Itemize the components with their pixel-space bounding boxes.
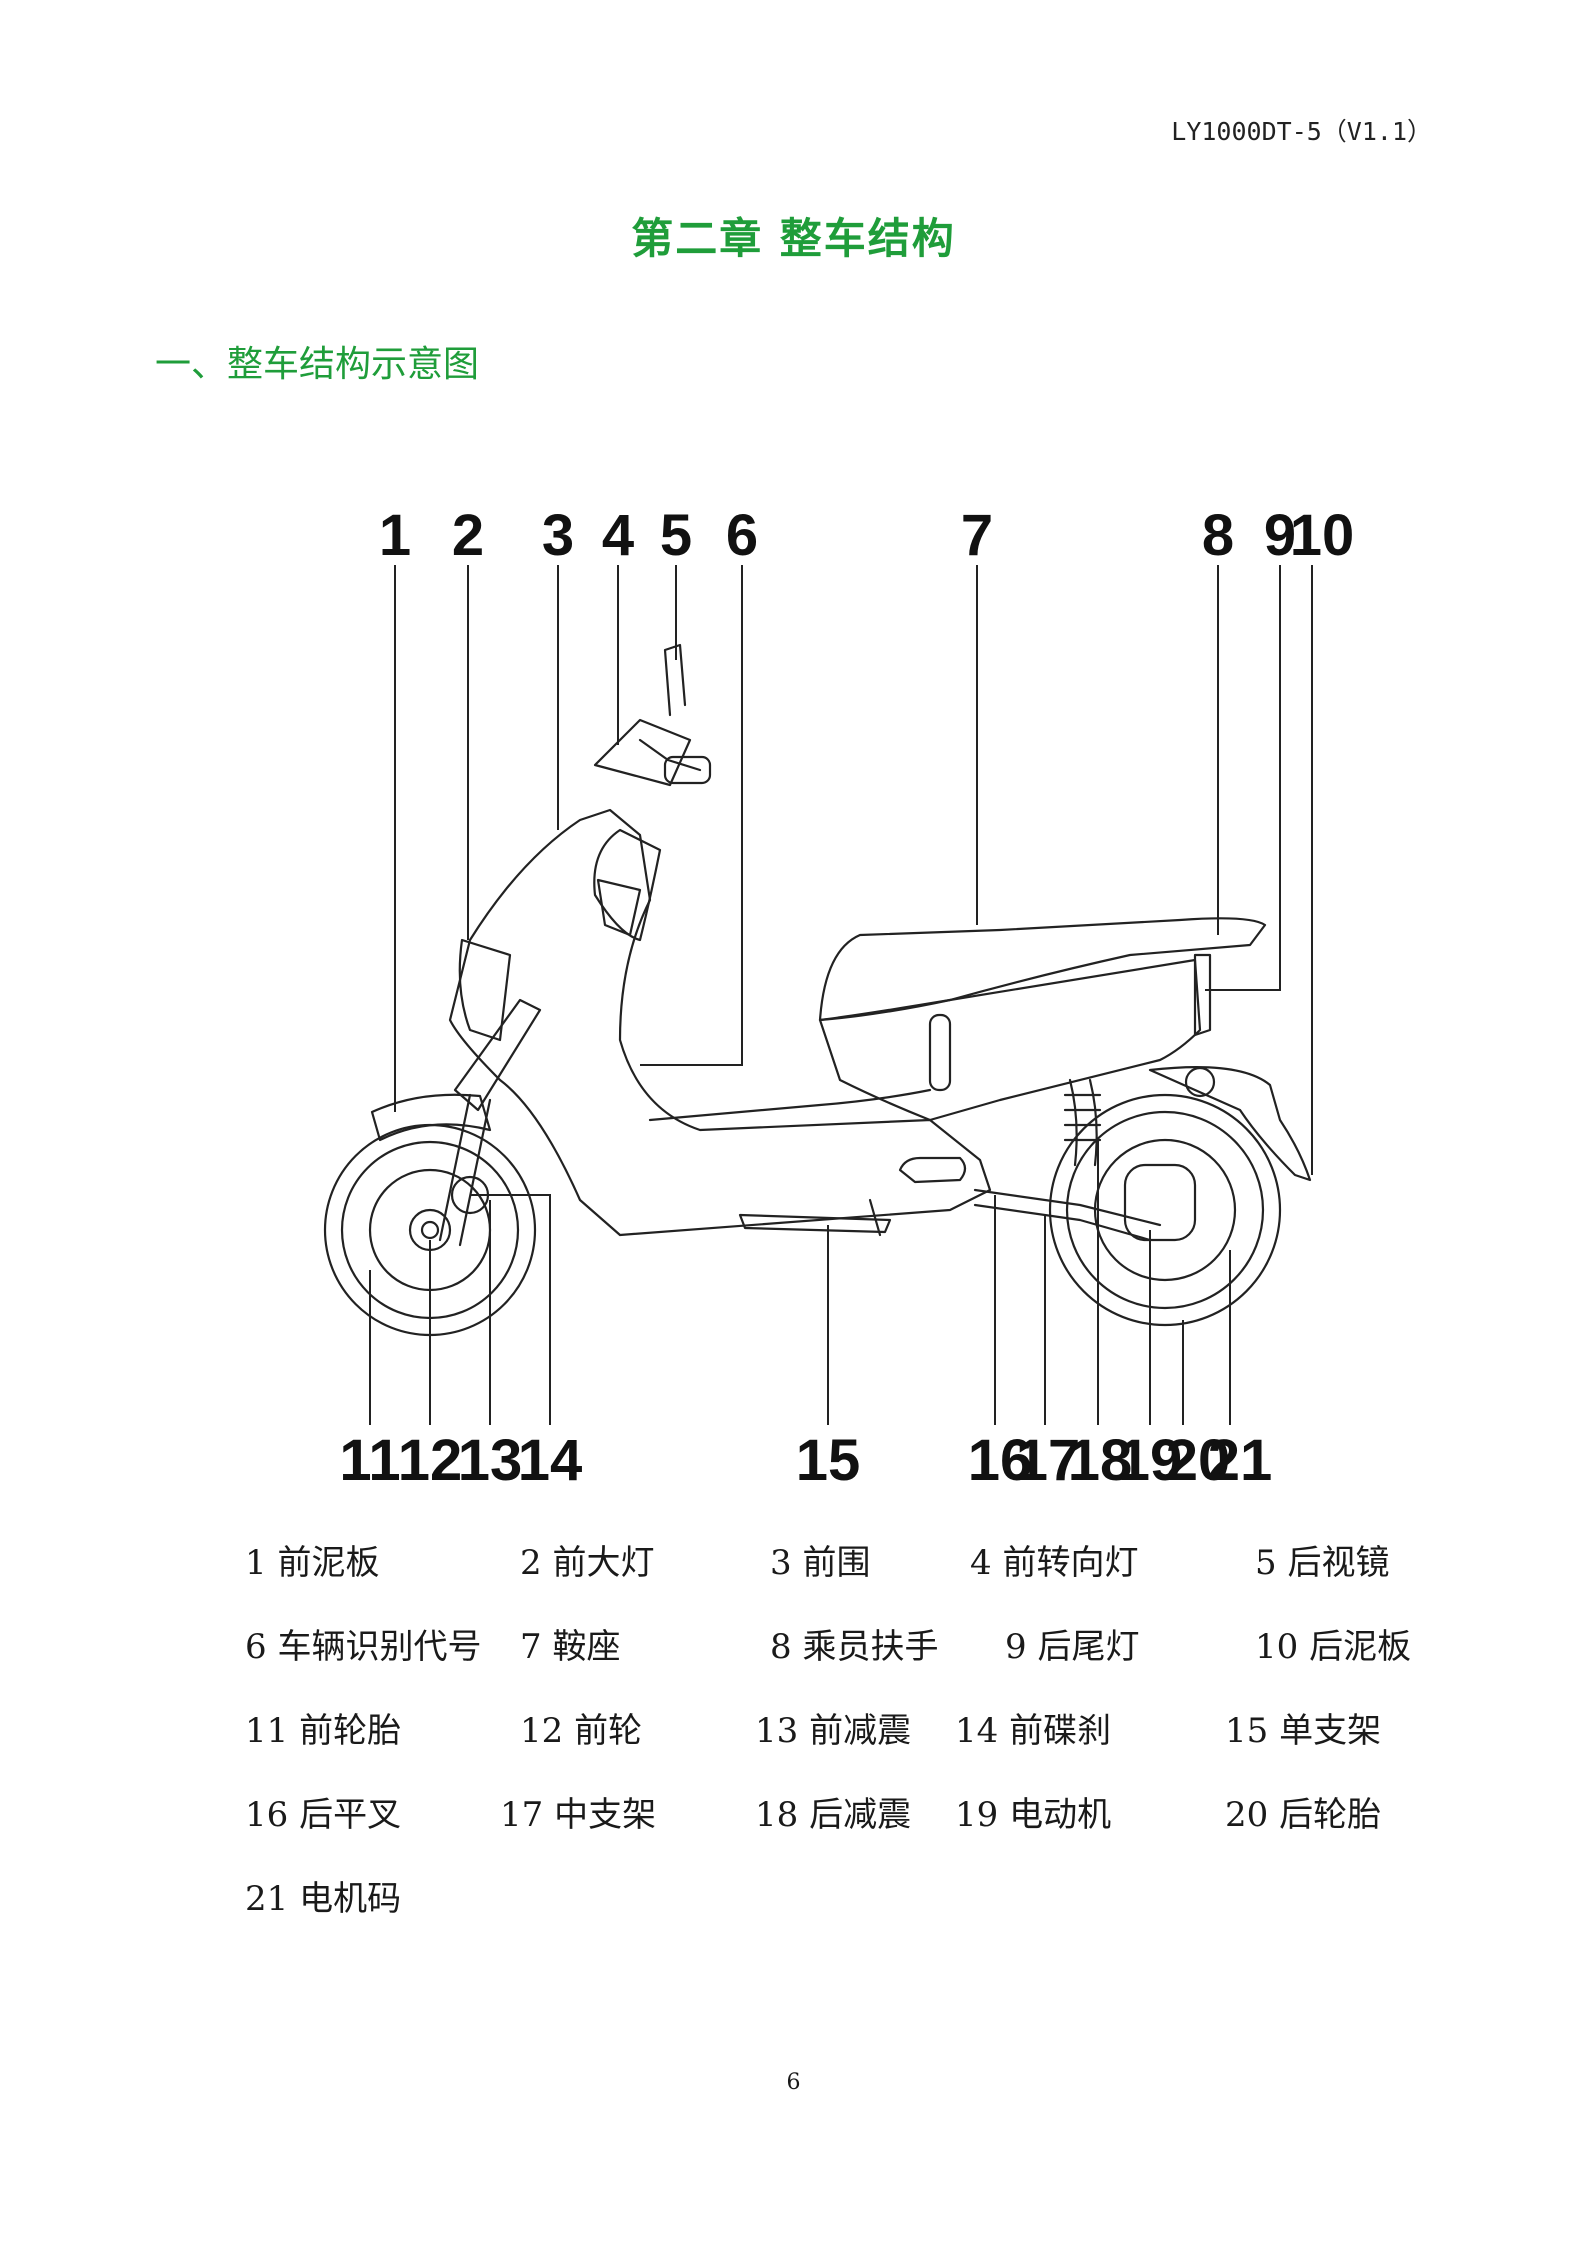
legend-item: 12 前轮 <box>520 1711 643 1751</box>
callout-20: 20 <box>1166 1428 1231 1493</box>
callout-7: 7 <box>961 503 993 568</box>
callout-6: 6 <box>726 503 758 568</box>
legend-item: 7 鞍座 <box>520 1627 621 1667</box>
callout-15: 15 <box>796 1428 861 1493</box>
callout-10: 10 <box>1290 503 1355 568</box>
callout-2: 2 <box>452 503 484 568</box>
legend-item: 13 前减震 <box>755 1711 912 1751</box>
callout-16: 16 <box>968 1428 1033 1493</box>
rear-wheel-drawing <box>1048 1093 1282 1327</box>
chapter-title: 第二章 整车结构 <box>631 214 956 263</box>
legend-item: 16 后平叉 <box>245 1795 402 1835</box>
document-code: LY1000DT-5（V1.1） <box>1171 117 1432 146</box>
callout-4: 4 <box>602 503 634 568</box>
legend-item: 21 电机码 <box>245 1879 402 1919</box>
legend-item: 11 前轮胎 <box>245 1711 402 1751</box>
legend-item: 2 前大灯 <box>520 1543 655 1583</box>
legend-item: 20 后轮胎 <box>1225 1795 1382 1835</box>
legend-item: 9 后尾灯 <box>1005 1627 1140 1667</box>
scooter-structure-diagram: 1 2 3 4 5 6 7 8 9 10 11 12 13 14 15 16 1… <box>323 503 1354 1493</box>
legend-item: 1 前泥板 <box>245 1543 380 1583</box>
callout-21: 21 <box>1208 1428 1273 1493</box>
callout-11: 11 <box>339 1428 400 1493</box>
legend-item: 14 前碟刹 <box>955 1711 1112 1751</box>
section-heading: 一、整车结构示意图 <box>155 344 480 385</box>
legend-item: 5 后视镜 <box>1255 1543 1390 1583</box>
legend-item: 4 前转向灯 <box>970 1543 1139 1583</box>
callout-12: 12 <box>398 1428 463 1493</box>
callout-5: 5 <box>660 503 692 568</box>
legend-item: 17 中支架 <box>500 1795 657 1835</box>
legend-item: 3 前围 <box>770 1543 871 1583</box>
legend-item: 10 后泥板 <box>1255 1627 1412 1667</box>
callout-9: 9 <box>1264 503 1296 568</box>
callout-8: 8 <box>1202 503 1234 568</box>
legend-item: 15 单支架 <box>1225 1711 1382 1751</box>
callout-numbers: 1 2 3 4 5 6 7 8 9 10 11 12 13 14 15 16 1… <box>339 503 1354 1493</box>
callout-1: 1 <box>379 503 411 568</box>
callout-17: 17 <box>1016 1428 1081 1493</box>
legend-item: 19 电动机 <box>955 1795 1112 1835</box>
callout-19: 19 <box>1118 1428 1183 1493</box>
legend-item: 8 乘员扶手 <box>770 1627 939 1667</box>
callout-18: 18 <box>1068 1428 1133 1493</box>
callout-13: 13 <box>458 1428 523 1493</box>
scooter-line-drawing: 1 2 3 4 5 6 7 8 9 10 11 12 13 14 15 16 1… <box>323 503 1354 1493</box>
callout-3: 3 <box>542 503 574 568</box>
callout-leader-lines <box>369 565 1313 1425</box>
legend-item: 18 后减震 <box>755 1795 912 1835</box>
callout-14: 14 <box>518 1428 583 1493</box>
legend-item: 6 车辆识别代号 <box>245 1627 482 1667</box>
page-number: 6 <box>786 2070 801 2095</box>
